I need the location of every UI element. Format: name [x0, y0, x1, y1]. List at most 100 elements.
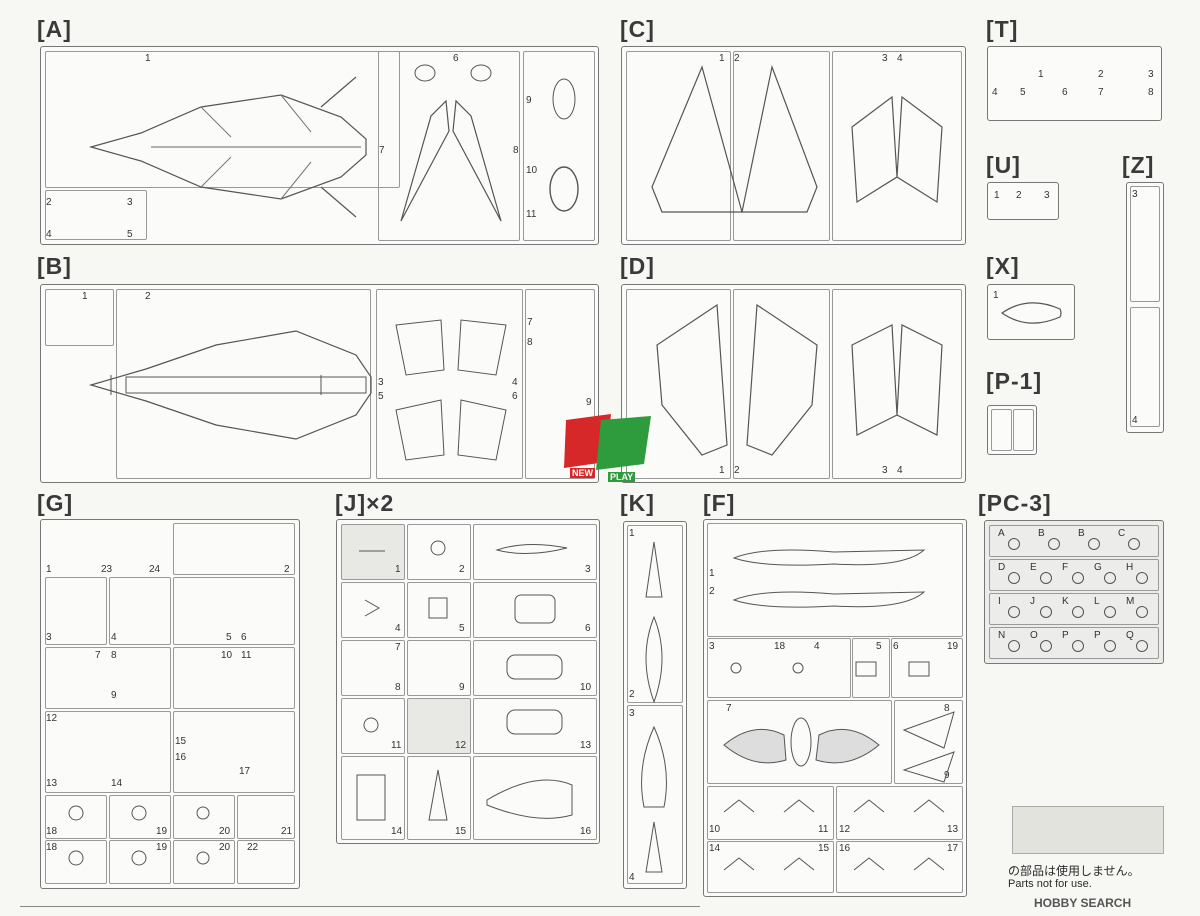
- sprue-d-num: 2: [734, 465, 740, 476]
- sprue-g-num: 2: [284, 564, 290, 575]
- sprue-j-label: [J]×2: [335, 490, 395, 516]
- sprue-g-num: 1: [46, 564, 52, 575]
- sprue-a-num: 1: [145, 53, 151, 64]
- sprue-a-num: 9: [526, 95, 532, 106]
- sprue-g-cell-22: [237, 840, 295, 884]
- sprue-z-cell-3: [1130, 186, 1160, 302]
- sprue-g-num: 20: [219, 842, 231, 853]
- sprue-j-num: 3: [585, 564, 591, 575]
- sprue-f-cell-7: [707, 700, 892, 784]
- sprue-g-num: 17: [239, 766, 251, 777]
- sprue-j-num: 11: [391, 740, 402, 751]
- sprue-g: 1 23 24 2 3 4 5 6 7 8 9 10 11 12 13 14 1…: [40, 519, 300, 889]
- sprue-b-num: 5: [378, 391, 384, 402]
- pc3-part-icon: [1104, 640, 1116, 652]
- sprue-g-num: 18: [46, 826, 58, 837]
- sprue-b-num: 3: [378, 377, 384, 388]
- sprue-j-cell-6: [473, 582, 597, 638]
- pc3-part-icon: [1048, 538, 1060, 550]
- sprue-t-label: [T]: [986, 16, 1019, 42]
- sprue-f-num: 4: [814, 641, 820, 652]
- sprue-c: 1 2 3 4: [621, 46, 966, 245]
- sprue-g-cell-19: [109, 795, 171, 839]
- pc3-part-icon: [1008, 606, 1020, 618]
- sprue-d-num: 1: [719, 465, 725, 476]
- sprue-z: 3 4: [1126, 182, 1164, 433]
- sprue-c-num: 4: [897, 53, 903, 64]
- sprue-j-cell-2: [407, 524, 471, 580]
- sprue-j-num: 14: [391, 826, 403, 837]
- sprue-j-num: 4: [395, 623, 401, 634]
- pc3-letter: N: [998, 630, 1006, 641]
- pc3-letter: H: [1126, 562, 1134, 573]
- pc3-letter: J: [1030, 596, 1035, 607]
- sprue-g-num: 10: [221, 650, 233, 661]
- sprue-j-cell-10: [473, 640, 597, 696]
- sprue-d-cell-3-4: [832, 289, 962, 479]
- pc3-letter: Q: [1126, 630, 1134, 641]
- pc3-letter: E: [1030, 562, 1037, 573]
- pc3-part-icon: [1136, 640, 1148, 652]
- sprue-z-cell-4: [1130, 307, 1160, 427]
- sprue-f-num: 16: [839, 843, 851, 854]
- sprue-f-num: 2: [709, 586, 715, 597]
- sprue-g-num: 13: [46, 778, 58, 789]
- pc3-letter: P: [1094, 630, 1101, 641]
- sprue-x-num: 1: [993, 290, 999, 301]
- logo-play: PLAY: [608, 472, 636, 482]
- sprue-b-num: 1: [82, 291, 88, 302]
- sprue-f: 1 2 3 18 4 5 6 19 7 8 9 10 11 12 13 14 1…: [703, 519, 967, 897]
- pc3-letter: A: [998, 528, 1005, 539]
- pc3-letter: G: [1094, 562, 1102, 573]
- sprue-g-cell-18: [45, 795, 107, 839]
- pc3-part-icon: [1088, 538, 1100, 550]
- pc3-part-icon: [1072, 606, 1084, 618]
- newplay-logo: NEW PLAY: [556, 412, 656, 492]
- sprue-f-num: 1: [709, 568, 715, 579]
- sprue-t-num: 3: [1148, 69, 1154, 80]
- small-parts: [549, 78, 579, 212]
- sprue-g-cell-20: [173, 795, 235, 839]
- sprue-t-num: 4: [992, 87, 998, 98]
- pc3-part-icon: [1072, 572, 1084, 584]
- sprue-u-num: 3: [1044, 190, 1050, 201]
- sprue-j-num: 5: [459, 623, 465, 634]
- pc3-letter: M: [1126, 596, 1135, 607]
- sprue-d-num: 4: [897, 465, 903, 476]
- sprue-c-cell-1: [626, 51, 731, 241]
- k-fins: [641, 541, 667, 873]
- sprue-t-num: 2: [1098, 69, 1104, 80]
- sprue-k-cell-1-2: [627, 525, 683, 703]
- sprue-g-cell-10-11: [173, 647, 295, 709]
- page-bottom-rule: [20, 906, 700, 907]
- sprue-j-num: 12: [455, 740, 467, 751]
- wing-lower-parts: [656, 303, 943, 456]
- sprue-x-label: [X]: [986, 253, 1020, 279]
- sprue-g-num: 18: [46, 842, 58, 853]
- sprue-j-cell-16: [473, 756, 597, 840]
- sprue-f-num: 18: [774, 641, 786, 652]
- sprue-g-num: 9: [111, 690, 117, 701]
- sprue-g-num: 16: [175, 752, 187, 763]
- sprue-j-num: 10: [580, 682, 592, 693]
- sprue-f-num: 6: [893, 641, 899, 652]
- sprue-k-num: 3: [629, 708, 635, 719]
- sprue-f-cell-16-17: [836, 841, 963, 893]
- sprue-t-num: 1: [1038, 69, 1044, 80]
- pc3-part-icon: [1008, 572, 1020, 584]
- sprue-a-cell-6-8: [378, 51, 520, 241]
- sprue-f-num: 5: [876, 641, 882, 652]
- pc3-part-icon: [1040, 640, 1052, 652]
- sprue-b-cell-1: [45, 289, 114, 346]
- sprue-j-num: 8: [395, 682, 401, 693]
- sprue-p1-left: [991, 409, 1012, 451]
- pc3-letter: O: [1030, 630, 1038, 641]
- sprue-t: 1 2 3 4 5 6 7 8: [987, 46, 1162, 121]
- sprue-g-cell-2: [173, 523, 295, 575]
- j-detail-parts: [356, 540, 573, 821]
- sprue-k-label: [K]: [620, 490, 655, 516]
- sprue-g-num: 7: [95, 650, 101, 661]
- sprue-b-num: 6: [512, 391, 518, 402]
- sprue-g-num: 15: [175, 736, 187, 747]
